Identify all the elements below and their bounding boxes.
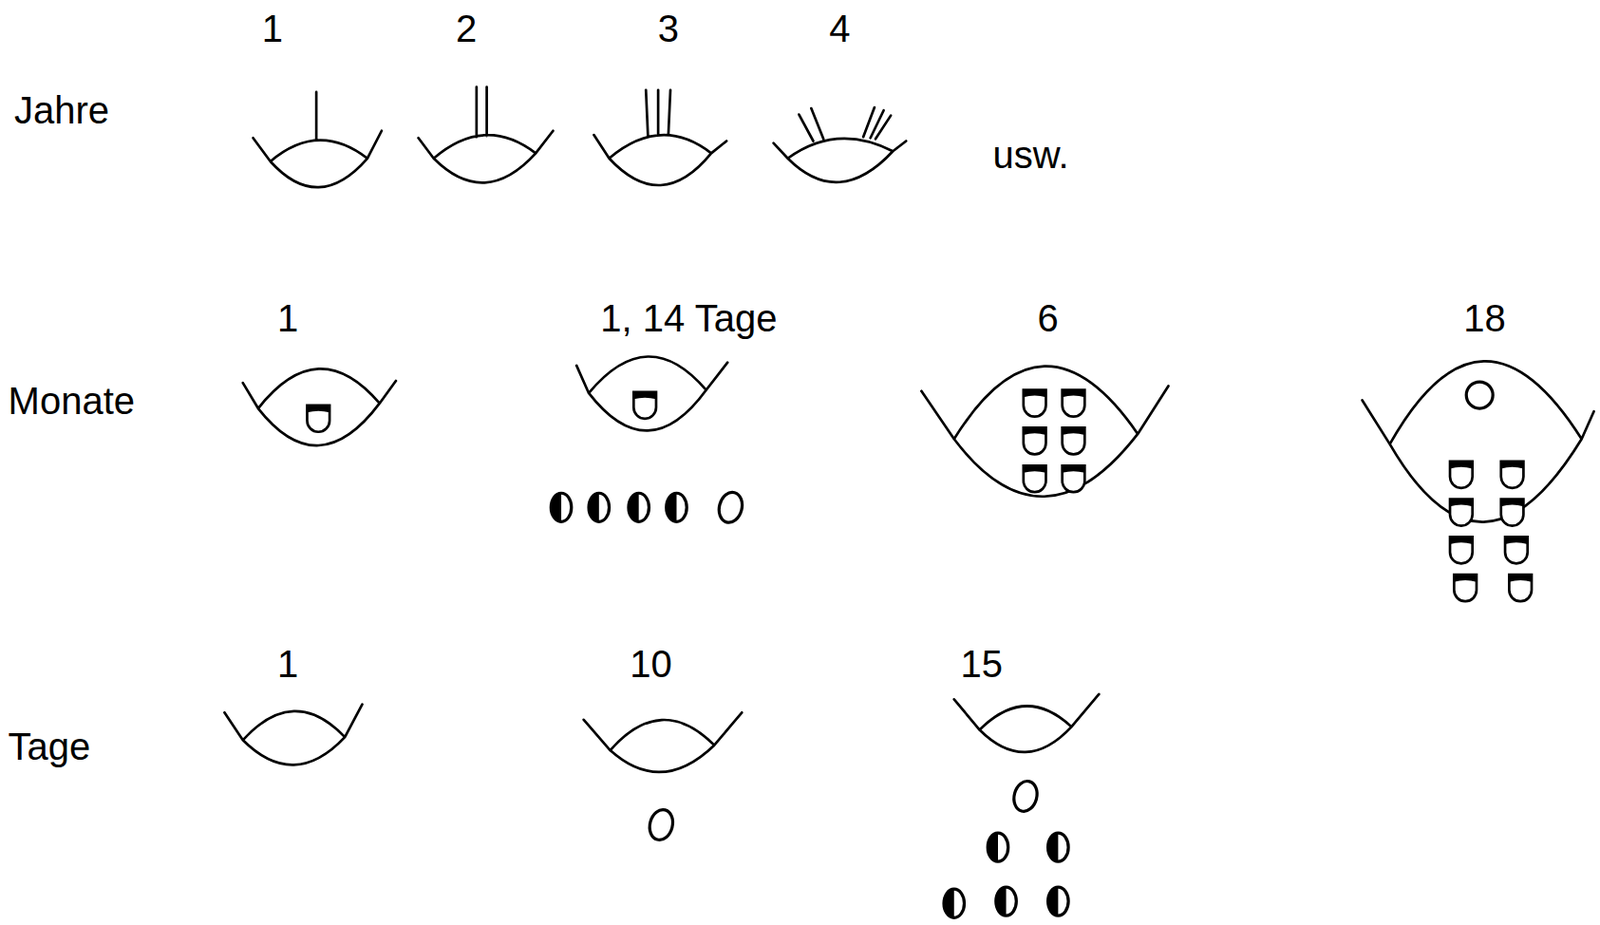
value-label: 2 (455, 7, 477, 50)
value-label: 6 (1037, 297, 1059, 339)
value-label: 15 (960, 642, 1004, 685)
value-label: 4 (828, 7, 850, 50)
value-label: 1 (262, 7, 283, 50)
value-label: 18 (1463, 297, 1506, 339)
value-label: 1 (277, 297, 299, 339)
row-label: Jahre (14, 89, 110, 132)
note: usw. (993, 133, 1070, 176)
value-label: 10 (629, 642, 673, 685)
value-label: 1 (277, 642, 299, 685)
row-label: Monate (8, 379, 135, 422)
value-label: 3 (658, 7, 679, 50)
row-label: Tage (8, 725, 92, 768)
value-label: 1, 14 Tage (600, 297, 777, 339)
